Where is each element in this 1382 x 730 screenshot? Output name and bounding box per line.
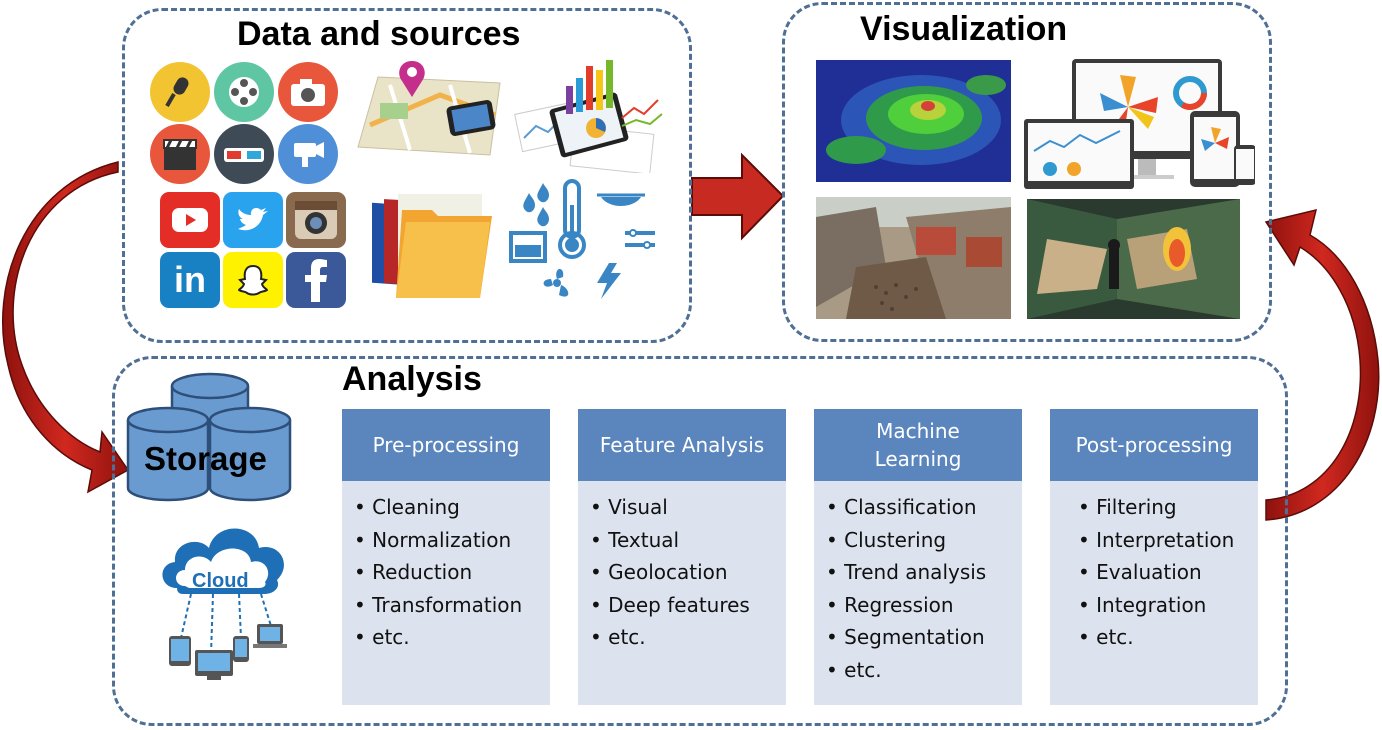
twitter-icon	[223, 192, 283, 248]
stage-item: etc.	[1078, 621, 1234, 654]
cloud-network-icon	[162, 528, 287, 680]
data-sources-title: Data and sources	[237, 15, 521, 53]
cloud-label: Cloud	[192, 570, 249, 592]
arrow-to-visualization	[691, 152, 785, 241]
storage-database-icon	[126, 372, 292, 502]
aerial-disaster-photo	[816, 197, 1011, 319]
3d-glasses-icon	[214, 124, 274, 184]
stage-item: Interpretation	[1078, 524, 1234, 557]
stage-items: Visual Textual Geolocation Deep features…	[590, 491, 750, 654]
stage-item: Filtering	[1078, 491, 1234, 524]
stage-item: Transformation	[354, 589, 522, 622]
stage-items: Cleaning Normalization Reduction Transfo…	[354, 491, 522, 654]
stage-card-pre-processing: Pre-processing Cleaning Normalization Re…	[342, 409, 550, 705]
camera-icon	[278, 62, 338, 122]
stage-title: Machine Learning	[814, 409, 1022, 481]
stage-card-feature-analysis: Feature Analysis Visual Textual Geolocat…	[578, 409, 786, 705]
stage-items: Classification Clustering Trend analysis…	[826, 491, 986, 686]
stage-card-post-processing: Post-processing Filtering Interpretation…	[1050, 409, 1258, 705]
stage-item: Normalization	[354, 524, 522, 557]
immersive-visualization-photo	[1027, 199, 1240, 319]
stage-items: Filtering Interpretation Evaluation Inte…	[1078, 491, 1234, 654]
stage-item: Textual	[590, 524, 750, 557]
linkedin-icon: in	[160, 252, 220, 308]
stage-card-machine-learning: Machine Learning Classification Clusteri…	[814, 409, 1022, 705]
stage-item: Integration	[1078, 589, 1234, 622]
stage-item: Trend analysis	[826, 556, 986, 589]
stage-item: Deep features	[590, 589, 750, 622]
stage-item: Cleaning	[354, 491, 522, 524]
stage-item: Evaluation	[1078, 556, 1234, 589]
map-location-icon	[357, 61, 501, 156]
stage-item: Reduction	[354, 556, 522, 589]
curved-arrow-to-visualization	[1264, 208, 1380, 521]
storage-label: Storage	[144, 440, 267, 477]
stage-item: Geolocation	[590, 556, 750, 589]
facebook-icon	[286, 252, 346, 308]
visualization-title: Visualization	[860, 10, 1068, 48]
analysis-title: Analysis	[342, 360, 482, 398]
analysis-panel	[112, 356, 1288, 726]
stage-item: Clustering	[826, 524, 986, 557]
folders-icon	[372, 194, 492, 298]
stage-item: Visual	[590, 491, 750, 524]
visualization-panel	[782, 2, 1272, 342]
data-sources-panel	[122, 8, 692, 343]
stage-item: etc.	[826, 654, 986, 687]
stage-title: Pre-processing	[342, 409, 550, 481]
film-reel-icon	[214, 62, 274, 122]
tablet-charts-icon	[514, 60, 663, 173]
stage-title: Post-processing	[1050, 409, 1258, 481]
stage-item: Classification	[826, 491, 986, 524]
stage-item: etc.	[354, 621, 522, 654]
stage-item: etc.	[590, 621, 750, 654]
3d-terrain-visualization-image	[816, 60, 1011, 182]
microphone-icon	[150, 62, 210, 122]
stage-item: Segmentation	[826, 621, 986, 654]
stage-item: Regression	[826, 589, 986, 622]
sensors-icon	[509, 179, 655, 299]
clapperboard-icon	[150, 124, 210, 184]
snapchat-icon	[223, 252, 283, 308]
stage-title: Feature Analysis	[578, 409, 786, 481]
dashboard-devices-image	[1020, 55, 1255, 190]
stage-title-text: Machine Learning	[874, 419, 962, 471]
curved-arrow-to-storage	[1, 161, 130, 494]
youtube-icon	[160, 192, 220, 248]
instagram-icon	[286, 192, 346, 248]
video-camera-icon	[278, 124, 338, 184]
